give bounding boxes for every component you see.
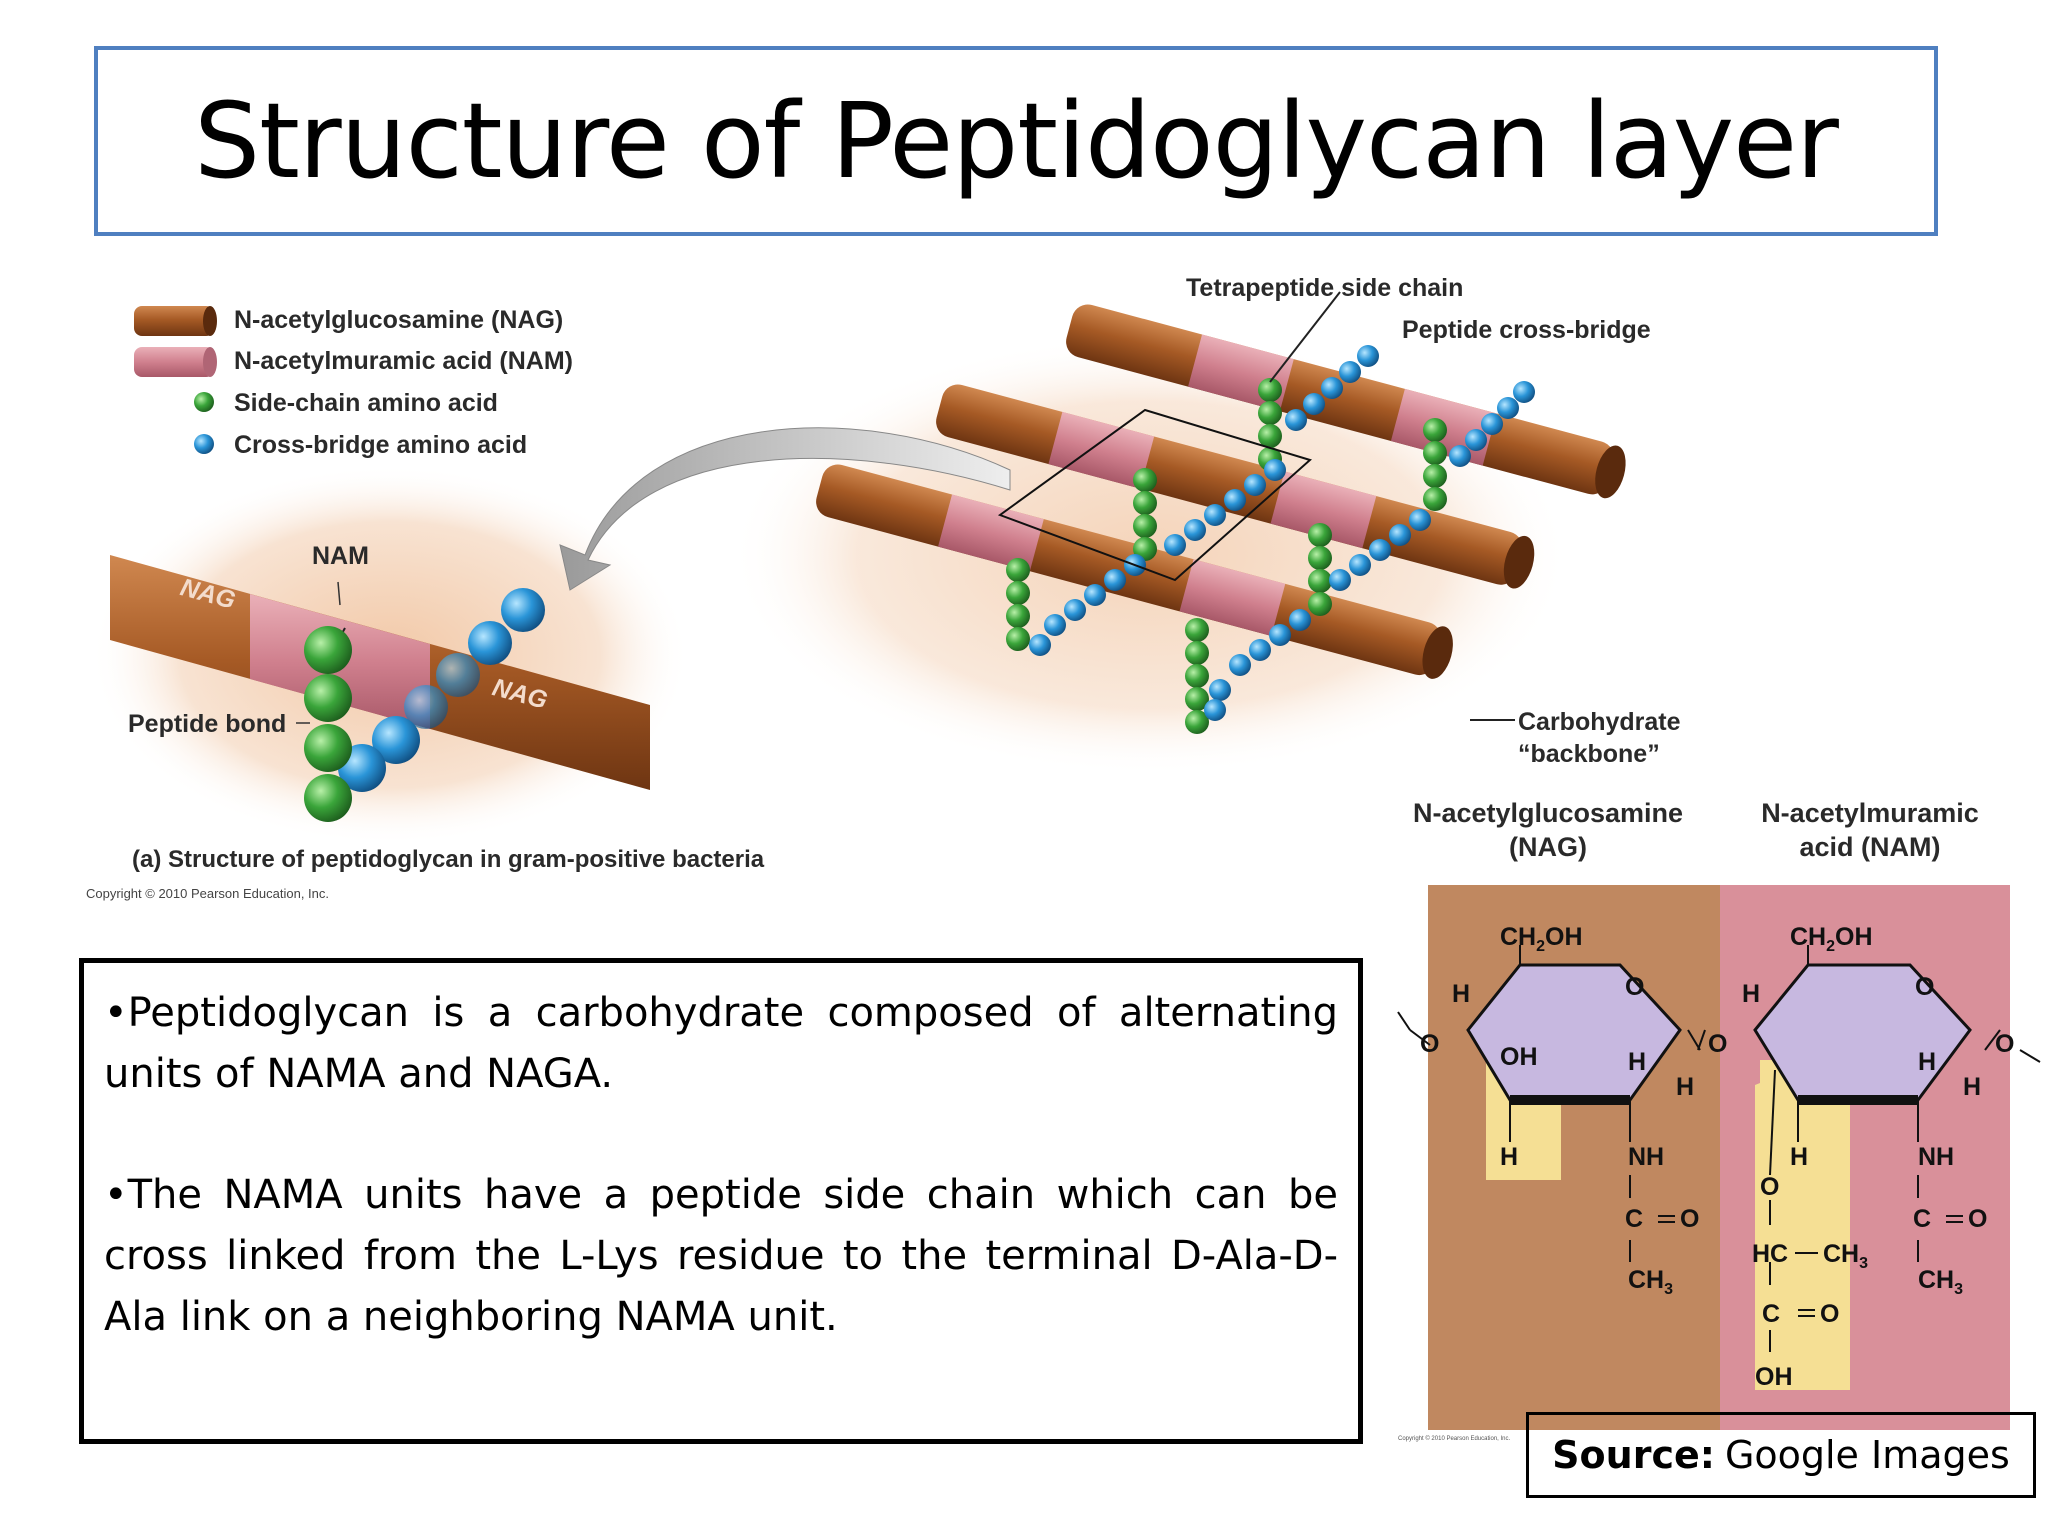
nag-header-line1: N-acetylglucosamine: [1412, 798, 1684, 828]
svg-text:H: H: [1500, 1143, 1518, 1171]
title-box: Structure of Peptidoglycan layer: [94, 46, 1938, 236]
page-title: Structure of Peptidoglycan layer: [194, 80, 1839, 202]
carbohydrate-label-line2: “backbone”: [1518, 740, 1660, 768]
caption-text: Structure of peptidoglycan in gram-posit…: [168, 846, 765, 873]
svg-text:O: O: [1968, 1205, 1987, 1233]
svg-text:H: H: [1918, 1048, 1936, 1076]
legend-swatches: [134, 306, 217, 454]
svg-text:H: H: [1790, 1143, 1808, 1171]
svg-text:H: H: [1628, 1048, 1646, 1076]
carbohydrate-label-line1: Carbohydrate: [1518, 708, 1681, 736]
nam-header-line2: acid (NAM): [1799, 832, 1941, 862]
peptide-bond-label: Peptide bond: [128, 710, 287, 738]
svg-text:CH2OH: CH2OH: [1500, 923, 1583, 955]
lattice: [816, 291, 1626, 734]
structure-copyright: Copyright © 2010 Pearson Education, Inc.: [1398, 1436, 1511, 1442]
svg-text:C: C: [1762, 1300, 1780, 1328]
svg-text:O: O: [1915, 973, 1934, 1001]
svg-text:H: H: [1452, 980, 1470, 1008]
svg-text:O: O: [1420, 1030, 1439, 1058]
tetrapeptide-label: Tetrapeptide side chain: [1186, 274, 1464, 302]
nag-header-line2: (NAG): [1509, 832, 1587, 862]
nam-label: NAM: [312, 542, 369, 570]
svg-text:O: O: [1820, 1300, 1839, 1328]
source-label: Source:: [1552, 1433, 1715, 1477]
source-box: Source: Google Images: [1526, 1412, 2036, 1498]
svg-text:O: O: [1625, 973, 1644, 1001]
legend-cross-bridge-label: Cross-bridge amino acid: [234, 431, 528, 459]
svg-text:NH: NH: [1628, 1143, 1664, 1171]
svg-text:H: H: [1676, 1073, 1694, 1101]
svg-text:NH: NH: [1918, 1143, 1954, 1171]
nam-header-line1: N-acetylmuramic: [1761, 798, 1979, 828]
svg-text:O: O: [1760, 1173, 1779, 1201]
caption-prefix: (a): [132, 846, 162, 873]
description-box: •Peptidoglycan is a carbohydrate compose…: [79, 958, 1363, 1444]
curved-arrow-icon: [559, 427, 1011, 591]
description-paragraph-1: •Peptidoglycan is a carbohydrate compose…: [104, 990, 1338, 1097]
legend-nag-label: N-acetylglucosamine (NAG): [234, 306, 564, 334]
description-paragraph-2: •The NAMA units have a peptide side chai…: [104, 1172, 1338, 1340]
figure-caption: (a) Structure of peptidoglycan in gram-p…: [132, 846, 764, 874]
legend-nam-label: N-acetylmuramic acid (NAM): [234, 347, 573, 375]
svg-text:C: C: [1625, 1205, 1643, 1233]
detail-side-chain: [304, 626, 352, 822]
svg-text:O: O: [1708, 1030, 1727, 1058]
svg-text:CH2OH: CH2OH: [1790, 923, 1873, 955]
nam-swatch: [134, 347, 214, 377]
cross-bridge-label: Peptide cross-bridge: [1402, 316, 1651, 344]
svg-text:OH: OH: [1755, 1363, 1793, 1391]
svg-text:OH: OH: [1500, 1043, 1538, 1071]
svg-text:H: H: [1963, 1073, 1981, 1101]
legend-side-chain-label: Side-chain amino acid: [234, 389, 498, 417]
svg-text:O: O: [1995, 1030, 2014, 1058]
nag-swatch: [134, 306, 214, 336]
source-value: Google Images: [1724, 1433, 2010, 1477]
svg-text:HC: HC: [1752, 1240, 1788, 1268]
copyright-text: Copyright © 2010 Pearson Education, Inc.: [86, 886, 330, 901]
detail-cross-bridge: [338, 588, 545, 792]
svg-text:O: O: [1680, 1205, 1699, 1233]
svg-text:CH3: CH3: [1628, 1266, 1673, 1298]
cross-bridge-swatch: [194, 434, 214, 454]
side-chain-swatch: [194, 392, 214, 412]
svg-text:H: H: [1742, 980, 1760, 1008]
svg-text:C: C: [1913, 1205, 1931, 1233]
detail-rod: [110, 555, 650, 822]
